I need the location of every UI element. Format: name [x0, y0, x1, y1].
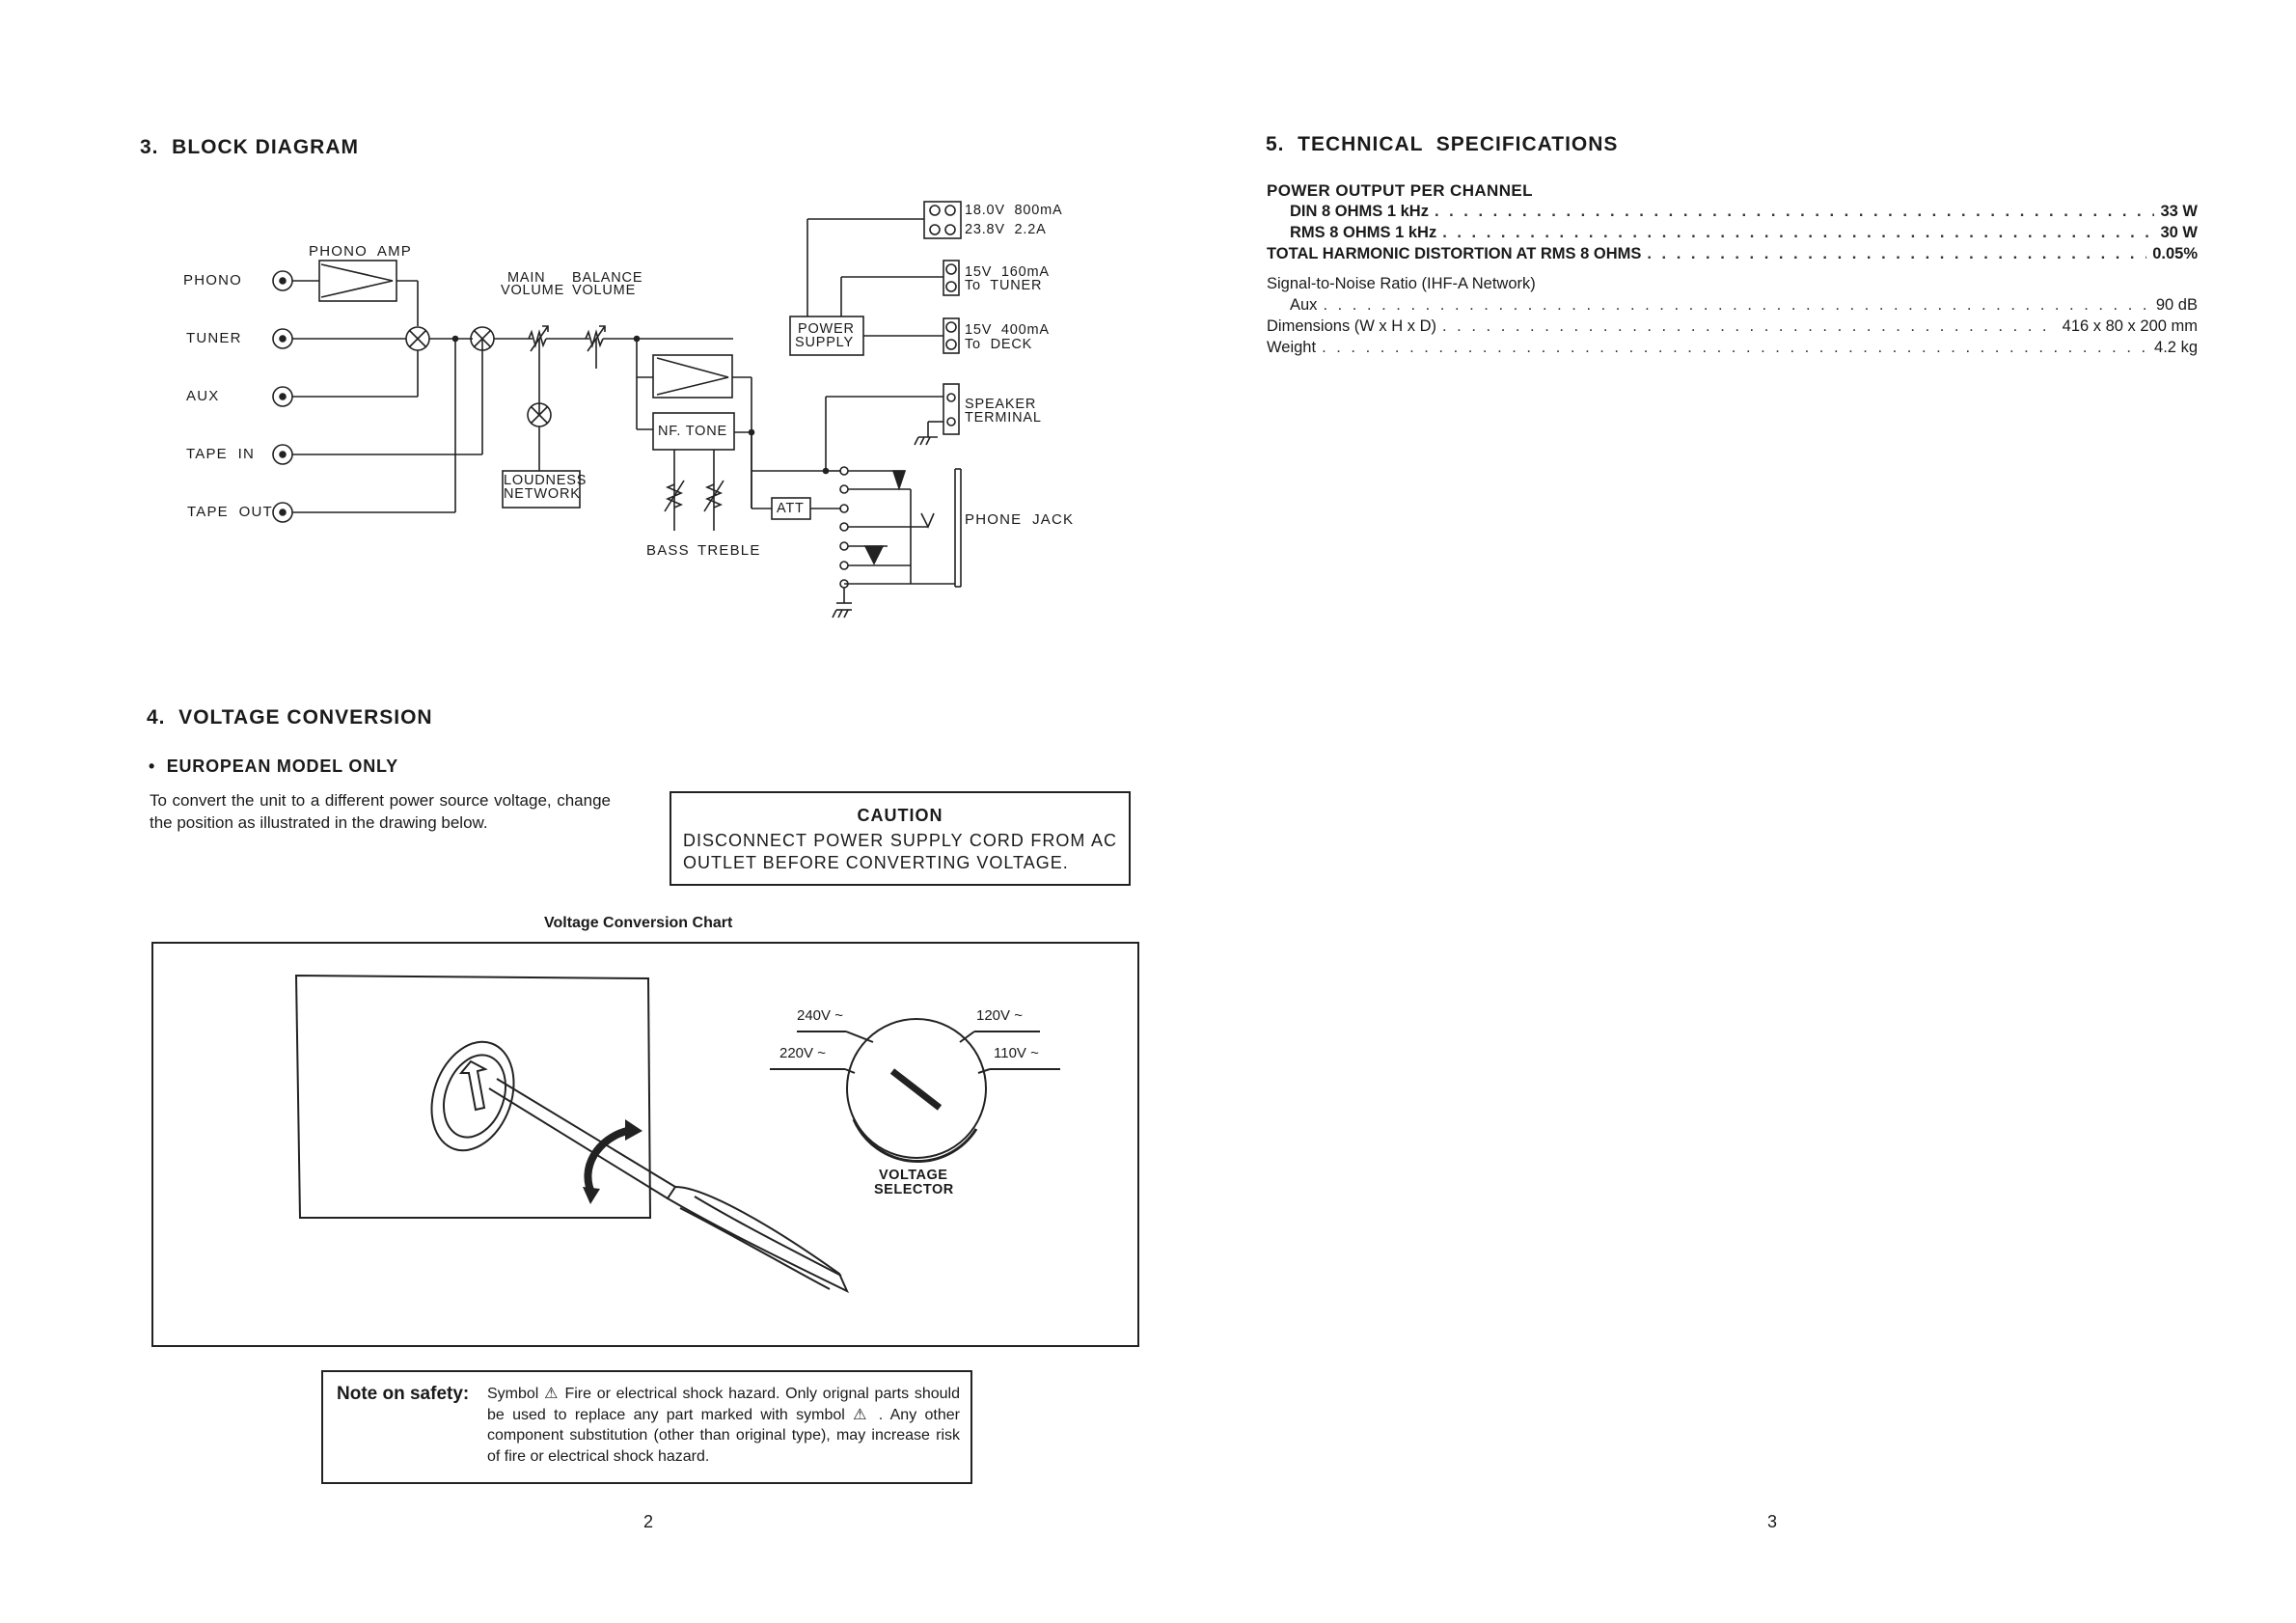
- spec-name: Dimensions (W x H x D): [1267, 317, 1437, 335]
- balance-volume-label-2: VOLUME: [572, 283, 637, 298]
- spec-row-thd: TOTAL HARMONIC DISTORTION AT RMS 8 OHMS 0…: [1267, 245, 2198, 263]
- voltage-conversion-chart: [151, 942, 1139, 1347]
- caution-box: CAUTION DISCONNECT POWER SUPPLY CORD FRO…: [670, 791, 1131, 886]
- chart-title: Voltage Conversion Chart: [544, 915, 733, 931]
- spec-name: DIN 8 OHMS 1 kHz: [1290, 203, 1429, 220]
- spec-value: 416 x 80 x 200 mm: [2062, 317, 2198, 335]
- spec-row-rms: RMS 8 OHMS 1 kHz 30 W: [1267, 224, 2198, 242]
- spec-name: Aux: [1290, 296, 1318, 314]
- voltage-220-label: 220V ~: [779, 1045, 826, 1061]
- outlet-3-label-1: 15V 400mA: [965, 322, 1050, 338]
- power-output-title: POWER OUTPUT PER CHANNEL: [1267, 181, 1533, 200]
- caution-text: DISCONNECT POWER SUPPLY CORD FROM AC OUT…: [683, 831, 1117, 872]
- main-volume-label-2: VOLUME: [501, 283, 565, 298]
- voltage-110-label: 110V ~: [994, 1045, 1039, 1061]
- speaker-terminal-label-2: TERMINAL: [965, 410, 1042, 426]
- att-label: ATT: [777, 501, 805, 516]
- input-jack-aux: [272, 386, 293, 407]
- spec-row-aux: Aux 90 dB: [1267, 296, 2198, 315]
- treble-label: TREBLE: [697, 542, 761, 559]
- nf-tone-label: NF. TONE: [658, 424, 727, 439]
- outlet-2-label-1: 15V 160mA: [965, 264, 1050, 280]
- spec-row-dimensions: Dimensions (W x H x D) 416 x 80 x 200 mm: [1267, 317, 2198, 336]
- safety-note-label: Note on safety:: [337, 1384, 470, 1404]
- main-volume-label-1: MAIN: [507, 270, 546, 286]
- input-label-tape-out: TAPE OUT: [187, 504, 273, 520]
- outlet-1-label-2: 23.8V 2.2A: [965, 222, 1047, 237]
- loudness-network-label-1: LOUDNESS: [504, 473, 588, 488]
- input-label-phono: PHONO: [183, 272, 243, 289]
- loudness-network-label-2: NETWORK: [504, 486, 581, 502]
- page-number-right: 3: [1767, 1512, 1778, 1531]
- safety-note-box: Note on safety: Symbol ⚠ Fire or electri…: [321, 1370, 972, 1484]
- phone-jack-label: PHONE JACK: [965, 511, 1075, 528]
- input-jack-tape-in: [272, 444, 293, 465]
- safety-note-text: Symbol ⚠ Fire or electrical shock hazard…: [487, 1386, 960, 1465]
- spec-value: 90 dB: [2155, 296, 2198, 314]
- voltage-120-label: 120V ~: [976, 1007, 1023, 1024]
- speaker-terminal-label-1: SPEAKER: [965, 397, 1037, 412]
- spec-value: 0.05%: [2152, 245, 2198, 262]
- voltage-selector-label-2: SELECTOR: [874, 1182, 954, 1197]
- phono-amp-label: PHONO AMP: [309, 243, 413, 260]
- caution-title: CAUTION: [857, 806, 943, 825]
- voltage-selector-label-1: VOLTAGE: [879, 1168, 948, 1183]
- voltage-conversion-heading: 4. VOLTAGE CONVERSION: [147, 706, 433, 729]
- spec-value: 4.2 kg: [2154, 339, 2198, 356]
- outlet-3-label-2: To DECK: [965, 337, 1033, 352]
- voltage-240-label: 240V ~: [797, 1007, 843, 1024]
- input-jack-phono: [272, 270, 293, 291]
- spec-name: TOTAL HARMONIC DISTORTION AT RMS 8 OHMS: [1267, 245, 1642, 262]
- snr-title: Signal-to-Noise Ratio (IHF-A Network): [1267, 275, 1536, 292]
- outlet-1-label-1: 18.0V 800mA: [965, 203, 1063, 218]
- european-model-subheading: • EUROPEAN MODEL ONLY: [149, 756, 398, 776]
- spec-name: RMS 8 OHMS 1 kHz: [1290, 224, 1437, 241]
- balance-volume-label-1: BALANCE: [572, 270, 643, 286]
- spec-value: 30 W: [2160, 224, 2198, 241]
- input-label-tape-in: TAPE IN: [186, 446, 255, 462]
- outlet-2-label-2: To TUNER: [965, 278, 1043, 293]
- page-number-left: 2: [643, 1512, 654, 1531]
- bass-label: BASS: [646, 542, 690, 559]
- power-supply-label-1: POWER: [798, 321, 855, 337]
- input-label-aux: AUX: [186, 388, 220, 404]
- spec-value: 33 W: [2160, 203, 2198, 220]
- spec-row-din: DIN 8 OHMS 1 kHz 33 W: [1267, 203, 2198, 221]
- block-diagram-heading: 3. BLOCK DIAGRAM: [140, 136, 359, 158]
- input-label-tuner: TUNER: [186, 330, 242, 346]
- spec-name: Weight: [1267, 339, 1317, 356]
- input-jack-tuner: [272, 328, 293, 349]
- spec-row-weight: Weight 4.2 kg: [1267, 339, 2198, 357]
- input-jack-tape-out: [272, 502, 293, 523]
- conversion-instruction: To convert the unit to a different power…: [150, 791, 611, 832]
- power-supply-label-2: SUPPLY: [795, 335, 854, 350]
- specifications-heading: 5. TECHNICAL SPECIFICATIONS: [1266, 133, 1619, 155]
